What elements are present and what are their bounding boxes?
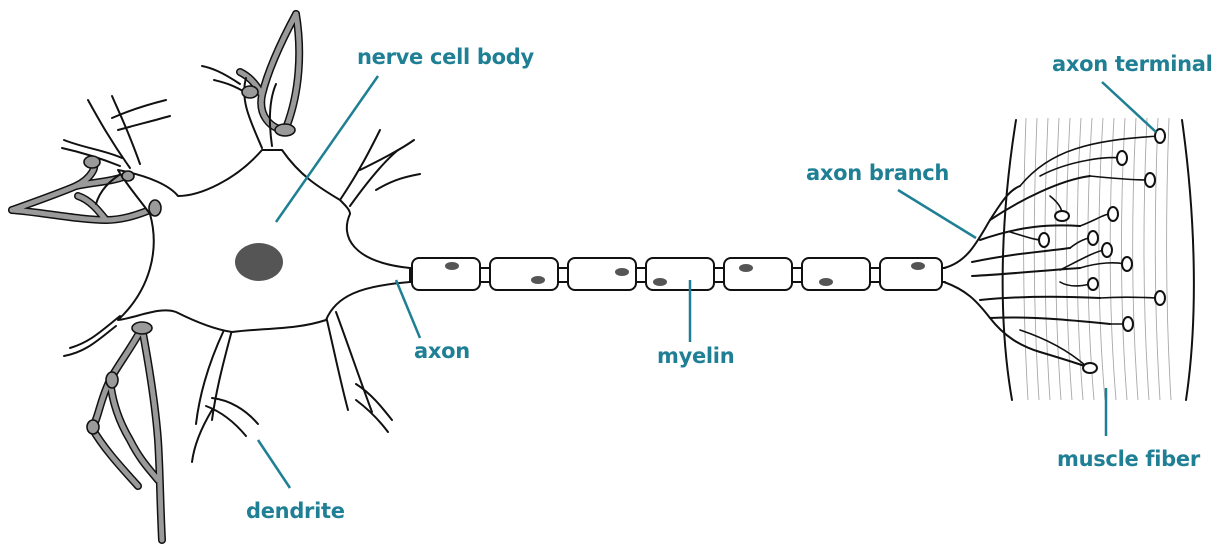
terminal-bulb (1102, 243, 1112, 257)
muscle-striation (1110, 118, 1116, 400)
schwann-nucleus (739, 264, 753, 272)
myelin-segment (802, 258, 870, 290)
muscle-striation (1024, 118, 1028, 400)
terminal-bulb (1039, 233, 1049, 247)
label-axon-terminal: axon terminal (1052, 52, 1213, 76)
nucleus (235, 243, 283, 281)
muscle-striation (1155, 118, 1160, 400)
muscle-striation (1144, 118, 1149, 400)
leader-axon-branch (898, 190, 976, 238)
label-dendrite: dendrite (246, 499, 345, 523)
myelin-segment (490, 258, 558, 290)
leader-axon-terminal (1102, 82, 1156, 132)
muscle-fiber (1003, 118, 1194, 400)
schwann-nucleus (615, 268, 629, 276)
myelin-segment (412, 258, 480, 290)
myelin-segment (880, 258, 942, 290)
muscle-striation (1099, 118, 1105, 400)
axon-branches (944, 176, 1110, 368)
label-myelin: myelin (657, 344, 734, 368)
label-muscle-fiber: muscle fiber (1057, 447, 1201, 471)
muscle-striation (1133, 118, 1138, 400)
terminal-bulb (1155, 291, 1165, 305)
muscle-fiber-striations (1024, 118, 1171, 400)
cell-body (118, 150, 410, 332)
muscle-striation (1066, 118, 1072, 400)
schwann-nucleus (531, 276, 545, 284)
schwann-nucleus (911, 262, 925, 270)
muscle-striation (1034, 118, 1039, 400)
label-nerve-cell-body: nerve cell body (357, 45, 534, 69)
myelin-sheath (412, 258, 942, 290)
terminal-bulb (1117, 151, 1127, 165)
schwann-nucleus (653, 278, 667, 286)
leader-dendrite (258, 440, 290, 488)
terminal-bulb (1123, 317, 1133, 331)
myelin-segment (724, 258, 792, 290)
label-axon-branch: axon branch (806, 161, 949, 185)
schwann-nucleus (445, 262, 459, 270)
terminal-bulb (1108, 207, 1118, 221)
schwann-nucleus (819, 278, 833, 286)
terminal-bulb (1088, 278, 1098, 290)
terminal-bulb (1083, 363, 1097, 373)
muscle-striation (1167, 118, 1171, 400)
terminal-bulb (1122, 257, 1132, 271)
label-axon: axon (414, 339, 470, 363)
terminal-bulb (1088, 231, 1098, 245)
terminal-bulb (1145, 173, 1155, 187)
terminal-bulb (1055, 211, 1069, 221)
